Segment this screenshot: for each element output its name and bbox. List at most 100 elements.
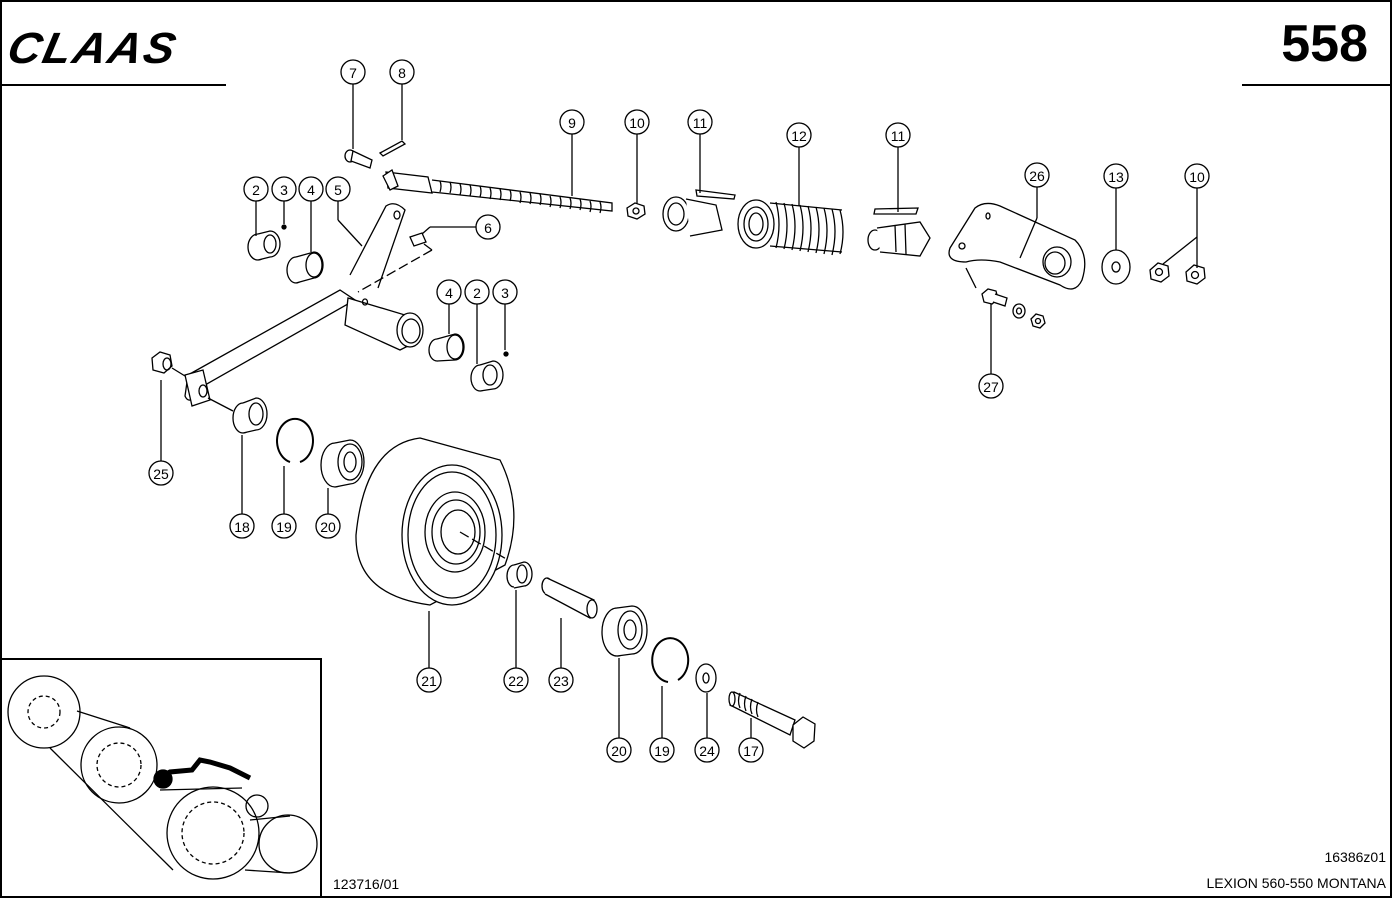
callout-label: 19 <box>276 519 292 535</box>
callout-25: 25 <box>148 460 174 486</box>
callout-11: 11 <box>687 109 713 135</box>
callout-24: 24 <box>694 737 720 763</box>
callout-circle <box>315 513 341 539</box>
callout-23: 23 <box>548 667 574 693</box>
callout-label: 3 <box>280 182 288 198</box>
callout-22: 22 <box>503 667 529 693</box>
callout-circle <box>1184 163 1210 189</box>
callout-circle <box>624 109 650 135</box>
callout-circle <box>503 667 529 693</box>
callout-label: 12 <box>791 128 807 144</box>
callout-circle <box>271 176 297 202</box>
callout-label: 5 <box>334 182 342 198</box>
callout-circle <box>687 109 713 135</box>
part-17-bolt <box>728 691 816 749</box>
callout-3: 3 <box>271 176 297 202</box>
part-8-split-pin <box>378 140 407 157</box>
part-6-grease-nipple <box>357 232 433 293</box>
brand-logo: CLAAS <box>3 22 183 73</box>
callout-circle <box>738 737 764 763</box>
part-2-seal-left <box>247 230 281 261</box>
callout-circle <box>229 513 255 539</box>
callout-7: 7 <box>340 59 366 85</box>
callout-circle <box>1024 162 1050 188</box>
callout-label: 23 <box>553 673 569 689</box>
callout-label: 20 <box>320 519 336 535</box>
callout-circle <box>548 667 574 693</box>
callout-label: 8 <box>398 65 406 81</box>
callout-label: 18 <box>234 519 250 535</box>
callout-17: 17 <box>738 737 764 763</box>
callout-13: 13 <box>1103 163 1129 189</box>
part-20-bearing-lower <box>601 605 648 657</box>
callout-19: 19 <box>271 513 297 539</box>
part-2-seal-right <box>470 360 504 392</box>
callout-label: 4 <box>445 285 453 301</box>
part-23-spacer <box>541 577 598 619</box>
part-3-ball-left <box>281 224 287 230</box>
callout-circle <box>243 176 269 202</box>
page-number: 558 <box>1281 15 1368 73</box>
callout-circle <box>649 737 675 763</box>
callout-circle <box>389 59 415 85</box>
callout-20: 20 <box>315 513 341 539</box>
part-9-threaded-rod <box>382 169 613 214</box>
callout-circle <box>475 214 501 240</box>
callout-2: 2 <box>243 176 269 202</box>
callout-18: 18 <box>229 513 255 539</box>
callout-label: 2 <box>473 285 481 301</box>
belt-layout-inset <box>0 658 322 898</box>
callout-circle <box>978 373 1004 399</box>
part-13-washer <box>1101 249 1131 285</box>
callout-19: 19 <box>649 737 675 763</box>
callout-label: 11 <box>693 115 708 131</box>
part-11-spring-retainer-right <box>867 207 931 257</box>
callout-circle <box>436 279 462 305</box>
callout-label: 2 <box>252 182 260 198</box>
callout-11: 11 <box>885 122 911 148</box>
part-11-spring-retainer-left <box>662 189 736 237</box>
callout-label: 6 <box>484 220 492 236</box>
callout-27: 27 <box>978 373 1004 399</box>
part-18-seal <box>207 397 268 434</box>
part-21-pulley <box>355 437 515 606</box>
part-4-bushing-right <box>428 333 465 362</box>
callout-label: 22 <box>508 673 524 689</box>
callout-label: 21 <box>421 673 437 689</box>
callout-label: 19 <box>654 743 670 759</box>
part-19-circlip-lower <box>651 637 690 683</box>
callout-circle <box>786 122 812 148</box>
callout-8: 8 <box>389 59 415 85</box>
callout-label: 17 <box>743 743 759 759</box>
callout-circle <box>298 176 324 202</box>
drawing-number: 123716/01 <box>333 876 400 892</box>
callout-10: 10 <box>1184 163 1210 189</box>
part-7-clevis-pin <box>344 149 373 169</box>
part-5-tensioner-arm <box>184 203 424 407</box>
callout-circle <box>464 279 490 305</box>
callout-label: 3 <box>501 285 509 301</box>
callout-label: 4 <box>307 182 315 198</box>
callout-circle <box>492 279 518 305</box>
callout-label: 24 <box>699 743 715 759</box>
part-24-washer <box>695 663 717 693</box>
part-19-circlip-upper <box>276 417 314 463</box>
part-4-bushing-left <box>286 251 324 284</box>
part-12-compression-spring <box>737 199 844 256</box>
callout-label: 9 <box>568 115 576 131</box>
part-25-nut <box>151 351 186 377</box>
callout-6: 6 <box>475 214 501 240</box>
callout-label: 10 <box>1189 169 1205 185</box>
callout-label: 26 <box>1029 168 1045 184</box>
part-10-nut <box>626 202 646 220</box>
callout-label: 20 <box>611 743 627 759</box>
callout-4: 4 <box>436 279 462 305</box>
callout-9: 9 <box>559 109 585 135</box>
callout-circle <box>694 737 720 763</box>
callout-circle <box>325 176 351 202</box>
callout-circle <box>416 667 442 693</box>
reference-number: 16386z01 <box>1324 849 1386 865</box>
callout-label: 10 <box>629 115 645 131</box>
